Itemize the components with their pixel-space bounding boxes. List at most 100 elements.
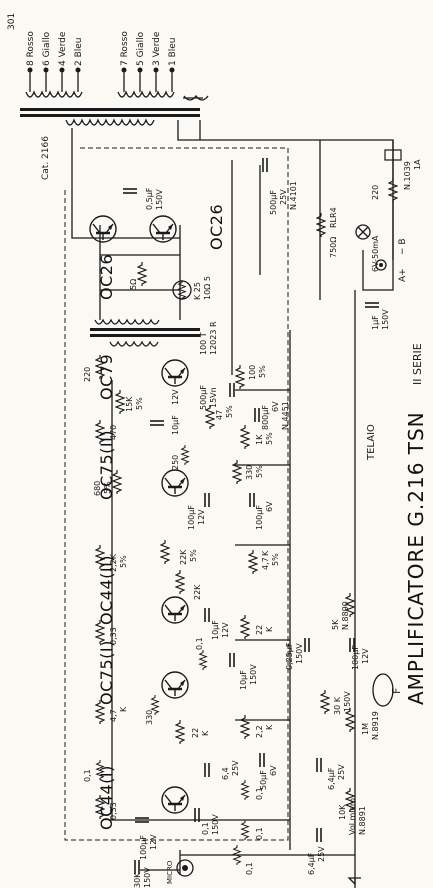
label-cap-0-5uf: 0,5µF (145, 187, 154, 210)
output-transformer-label: Cat. 2166 (41, 136, 51, 180)
label-c10-a: 10µF (171, 415, 180, 435)
label-c100-a: 100µF (187, 505, 196, 530)
sheet-number: 301 (7, 13, 17, 30)
label-r01-e: 0,1 (245, 862, 254, 875)
lead-1: 1 Bleu (168, 37, 178, 66)
label-r22k-c: 22K (193, 584, 202, 600)
label-c025-v: 150V (295, 643, 304, 664)
label-r01-a: 0,1 (195, 637, 204, 650)
label-r47-b: 4,7 (109, 709, 118, 722)
label-r033-a: 0,33 (109, 627, 118, 645)
label-c10-b-v: 12V (221, 622, 230, 638)
label-c100-d-v: 12V (149, 834, 158, 850)
label-c800-n: N.4451 (281, 401, 290, 430)
stage-oc75-ii: OC75(II) 15K 5% 470 10µF 12V 47 5% 1K 5%… (93, 389, 280, 574)
label-c50-v: 6V (269, 765, 278, 776)
label-c64-a-v: 25V (337, 764, 346, 780)
label-r100-tol: 5% (258, 365, 267, 378)
label-r47k-a: 4,7 (261, 557, 270, 570)
label-r22k-b: 2,2K (109, 553, 118, 572)
jack-f-icon (372, 673, 394, 707)
label-r47k-b: K (261, 550, 270, 556)
label-r330-a-tol: 5% (255, 465, 264, 478)
label-res-220-supply: 220 (371, 185, 380, 200)
lead-4: 4 Verde (58, 31, 68, 66)
label-r22-e: 22 (191, 728, 200, 738)
label-r22-d: 22 (255, 625, 264, 635)
label-c100-c-v: 12V (361, 648, 370, 664)
label-c500-supply-v: 25V (279, 189, 288, 205)
page-title: AMPLIFICATORE G.216 TSN (404, 411, 428, 705)
label-lamp: 6V-50mA (371, 235, 380, 272)
label-r250: 250 (171, 455, 180, 470)
label-c10-c-v: 150V (249, 664, 258, 685)
label-c100-b: 100µF (255, 505, 264, 530)
fuse-symbol (384, 149, 402, 161)
label-oc75-i: OC75(I) (97, 640, 116, 705)
label-c64-c: 6,4 (221, 767, 230, 780)
label-r680-tol: 5% (103, 481, 112, 494)
label-c100-b-v: 6V (265, 501, 274, 512)
driver-transformer: 100 T 12023 R (90, 318, 218, 355)
input-section: MICRO 30K 150V (133, 850, 361, 888)
label-r47-b-k: K (119, 706, 128, 712)
label-r30k: 30 K (333, 696, 342, 715)
micro-connector-icon (176, 859, 194, 877)
label-c500-15: 500µF (199, 385, 208, 410)
output-stage: OC26 OC26 0,5µF 150V 5Ω K 25 10Ω 5 (88, 187, 226, 300)
label-r22-f-k: K (265, 724, 274, 730)
lead-6: 6 Giallo (42, 31, 52, 66)
lead-5: 5 Giallo (136, 31, 146, 66)
label-c1uf: 1µF (371, 315, 380, 330)
label-pot10k: 10K (338, 804, 347, 820)
label-c500-supply: 500µF (269, 190, 278, 215)
label-c10-a-v: 12V (171, 389, 180, 405)
stage-oc44-ii: OC44(II) 22K 5K N.8890 10µF 12V 22 K 0,2… (95, 555, 403, 707)
supply-section: 500µF 25V N.4101 750Ω RLR4 220 N.1039 1A… (262, 149, 422, 330)
label-oc79: OC79 (97, 354, 116, 400)
label-c500-supply-n: N.4101 (289, 181, 298, 210)
output-leads: 8 Rosso 6 Giallo 4 Verde 2 Bleu 7 Rosso … (25, 31, 178, 98)
label-cap-0-5uf-v: 150V (155, 189, 164, 210)
label-r22-f: 2,2 (255, 725, 264, 738)
label-c025: 0,25µF (285, 642, 294, 670)
wiring (71, 97, 394, 888)
label-c64-b: 6,4µF (307, 852, 316, 875)
label-r22k-a: 22K (179, 549, 188, 565)
series-label: II SERIE (411, 343, 424, 385)
label-oc44-ii: OC44(II) (97, 555, 116, 625)
label-pot5k: 5K (331, 619, 340, 630)
label-c01-150-v: 150V (211, 814, 220, 835)
label-battery-a: A+ (398, 268, 408, 282)
label-c10-b: 10µF (211, 620, 220, 640)
label-c01-150: 0,1 (201, 822, 210, 835)
label-c800: 800µF (261, 405, 270, 430)
label-r01-d: 0,1 (255, 827, 264, 840)
lead-2: 2 Bleu (74, 37, 84, 66)
label-r330-a: 330 (245, 465, 254, 480)
label-fuse-n: N.1039 (403, 161, 412, 190)
label-r01-c: 0,1 (255, 787, 264, 800)
lead-7: 7 Rosso (120, 31, 130, 66)
label-pot10k-n: N.8891 (358, 806, 367, 835)
lead-3: 3 Verde (152, 31, 162, 66)
label-pot1m-n: N.8919 (371, 711, 380, 740)
chassis-boundary (64, 147, 289, 841)
label-c800-v: 6V (271, 401, 280, 412)
label-r470: 470 (109, 425, 118, 440)
label-oc75-ii: OC75(II) (97, 430, 116, 500)
label-r22k-a-tol: 5% (189, 549, 198, 562)
label-pot1m: 1M (361, 723, 370, 735)
label-c100-c: 100µF (351, 645, 360, 670)
label-r100: 100 (248, 365, 257, 380)
label-pot-750-type: RLR4 (329, 207, 338, 228)
ground-symbol (347, 877, 361, 886)
lead-8: 8 Rosso (26, 31, 36, 66)
label-c64-b-v: 25V (317, 846, 326, 862)
label-c64-a: 6,4µF (327, 767, 336, 790)
label-c64-c-v: 25V (231, 760, 240, 776)
label-r15k: 15K (125, 396, 134, 412)
label-r01-b: 0,1 (83, 769, 92, 782)
